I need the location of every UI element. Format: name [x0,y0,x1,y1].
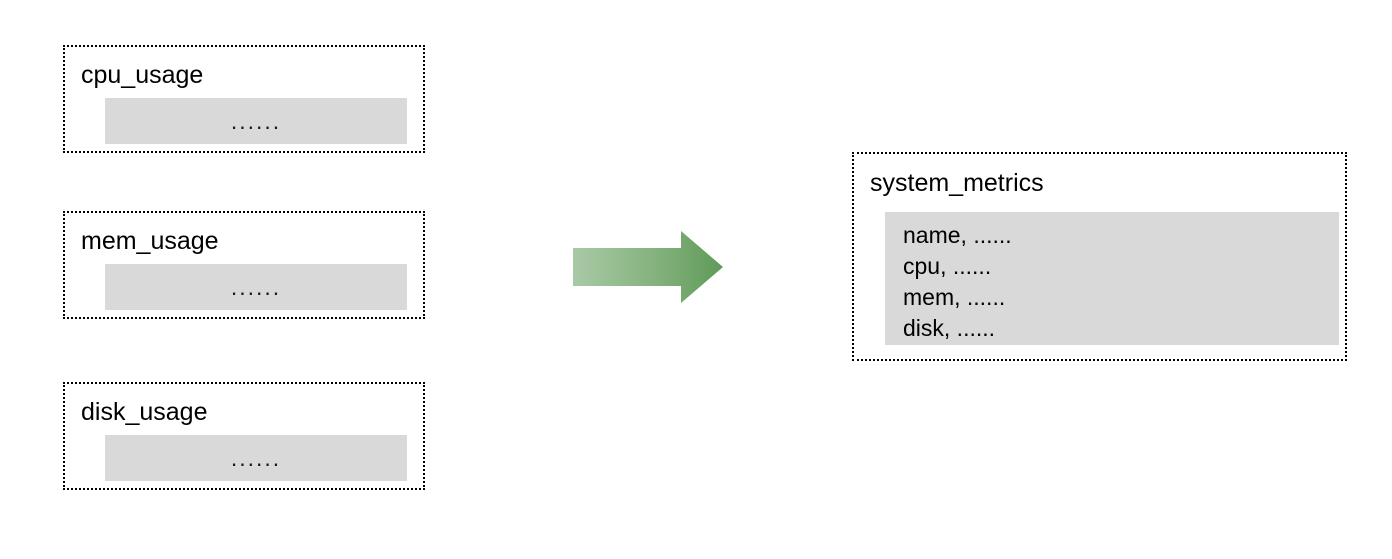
entity-body-disk-usage: ...... [105,435,407,481]
entity-title-cpu-usage: cpu_usage [81,61,204,89]
entity-box-mem-usage[interactable]: mem_usage ...... [63,211,425,319]
entity-body-cpu-usage: ...... [105,98,407,144]
field-row: mem, ...... [903,284,1006,310]
entity-title-mem-usage: mem_usage [81,227,219,255]
ellipsis-placeholder: ...... [230,444,282,471]
entity-body-mem-usage: ...... [105,264,407,310]
entity-box-system-metrics[interactable]: system_metrics name, ...... cpu, ...... … [852,152,1347,361]
ellipsis-placeholder: ...... [230,107,282,134]
entity-title-system-metrics: system_metrics [870,169,1044,197]
field-row: cpu, ...... [903,253,992,279]
entity-box-cpu-usage[interactable]: cpu_usage ...... [63,45,425,153]
field-row: name, ...... [903,222,1012,248]
entity-title-disk-usage: disk_usage [81,398,208,426]
field-row: disk, ...... [903,315,996,341]
entity-body-system-metrics: name, ...... cpu, ...... mem, ...... dis… [885,212,1339,345]
entity-box-disk-usage[interactable]: disk_usage ...... [63,382,425,490]
ellipsis-placeholder: ...... [230,273,282,300]
right-arrow-icon [573,231,723,303]
